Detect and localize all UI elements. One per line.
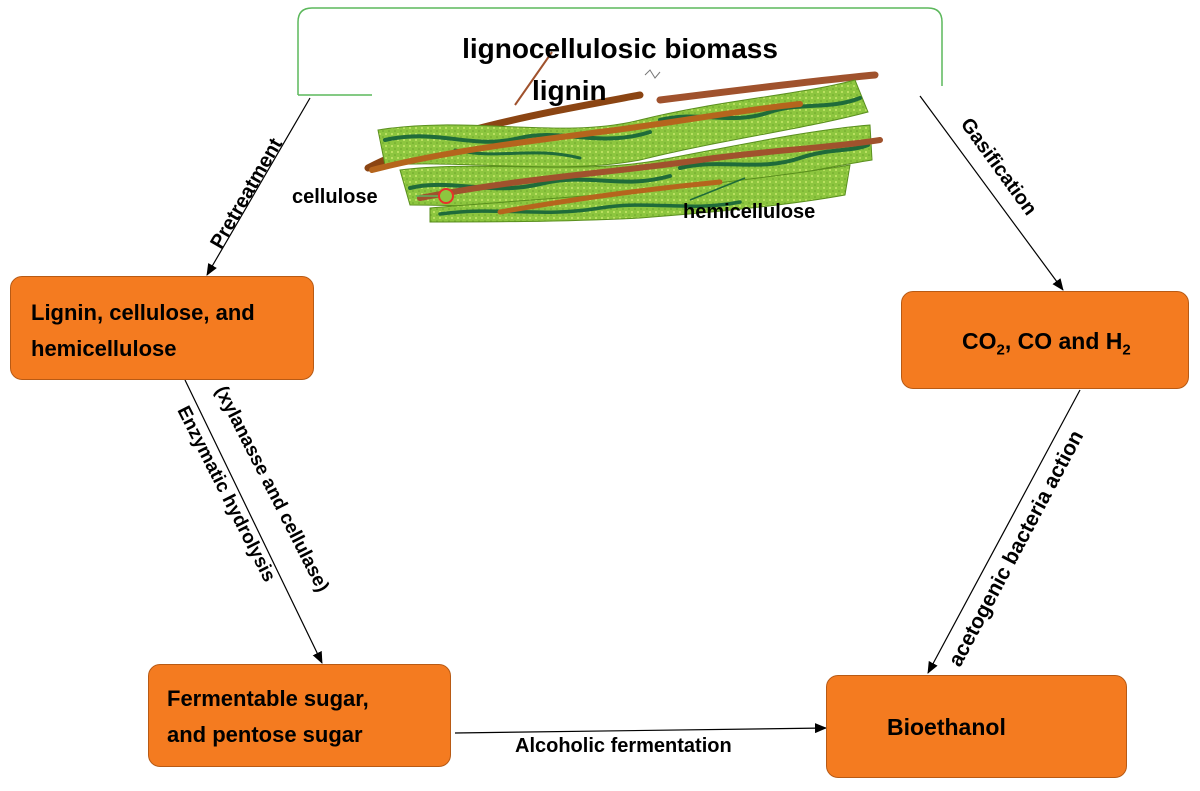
fractions-node-line2: hemicellulose — [31, 336, 177, 361]
gas-node-label: CO2, CO and H2 — [962, 323, 1131, 369]
pretreatment-arrow — [206, 97, 311, 276]
fractions-node-line1: Lignin, cellulose, and — [31, 300, 255, 325]
fermentation-label: Alcoholic fermentation — [515, 735, 732, 757]
enzymatic-hydrolysis-arrow — [184, 379, 323, 664]
lignin-squiggle — [644, 69, 661, 79]
fractions-node: Lignin, cellulose, and hemicellulose — [10, 276, 314, 380]
gas-co2-text: CO — [962, 328, 997, 354]
hemicellulose-pointer — [689, 177, 746, 201]
gas-co2-subscript: 2 — [996, 341, 1005, 359]
cellulose-label: cellulose — [292, 186, 378, 208]
hemicellulose-label: hemicellulose — [683, 201, 815, 223]
gasification-label: Gasification — [956, 114, 1041, 220]
biomass-title: lignocellulosic biomass — [462, 33, 778, 64]
biomass-bracket — [297, 7, 943, 95]
fermentation-arrow — [454, 723, 827, 734]
lignin-pointer — [514, 51, 553, 106]
gas-node: CO2, CO and H2 — [901, 291, 1189, 389]
acetogenic-arrow — [927, 389, 1081, 674]
gasification-arrow — [919, 95, 1064, 291]
gas-h2-subscript: 2 — [1122, 341, 1131, 359]
bioethanol-node: Bioethanol — [826, 675, 1127, 778]
acetogenic-label: acetogenic bacteria action — [944, 427, 1088, 671]
bioethanol-node-label: Bioethanol — [887, 714, 1006, 740]
sugar-node: Fermentable sugar, and pentose sugar — [148, 664, 451, 767]
sugar-node-line2: and pentose sugar — [167, 722, 363, 747]
sugar-node-line1: Fermentable sugar, — [167, 686, 369, 711]
pretreatment-label: Pretreatment — [206, 134, 287, 252]
gas-rest-text: , CO and H — [1004, 328, 1123, 354]
lignin-label: lignin — [532, 75, 607, 106]
biomass-illustration — [364, 71, 883, 223]
